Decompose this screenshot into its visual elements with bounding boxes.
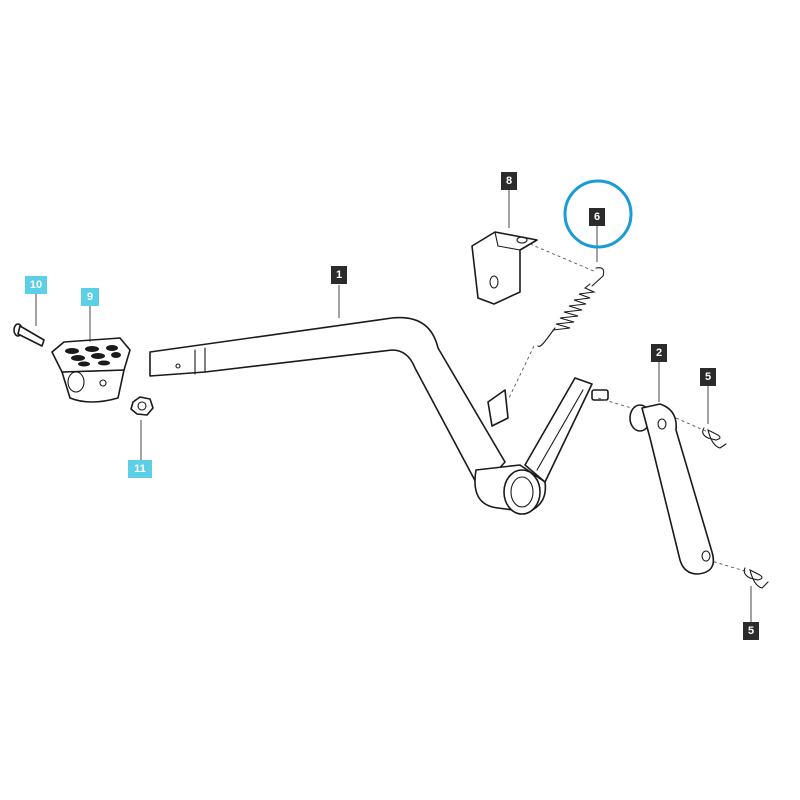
svg-text:9: 9 <box>87 291 93 303</box>
svg-text:6: 6 <box>594 211 600 223</box>
callout-5-upper[interactable]: 5 <box>700 368 716 386</box>
part-9-pedal-pad <box>51 337 131 403</box>
svg-text:2: 2 <box>656 347 662 359</box>
svg-text:11: 11 <box>134 463 146 475</box>
part-11-nut <box>130 396 154 416</box>
part-1-pedal-shaft <box>149 316 609 515</box>
part-8-bracket <box>471 231 538 305</box>
svg-text:1: 1 <box>336 269 342 281</box>
callout-10[interactable]: 10 <box>25 276 47 294</box>
callout-5-lower[interactable]: 5 <box>743 622 759 640</box>
svg-text:5: 5 <box>748 625 754 637</box>
part-5-clip-lower <box>743 567 769 589</box>
part-10-bolt <box>13 323 45 347</box>
highlight-ring <box>563 179 633 249</box>
callout-9[interactable]: 9 <box>81 288 99 306</box>
svg-text:8: 8 <box>506 175 512 187</box>
callout-8[interactable]: 8 <box>501 172 517 190</box>
callout-6[interactable]: 6 <box>589 208 605 226</box>
svg-text:5: 5 <box>705 371 711 383</box>
callout-11[interactable]: 11 <box>128 460 152 478</box>
part-5-clip-upper <box>702 427 727 449</box>
svg-text:10: 10 <box>30 279 42 291</box>
callout-1[interactable]: 1 <box>331 266 347 284</box>
part-6-spring <box>537 267 605 347</box>
part-2-link-arm <box>629 403 715 575</box>
callout-2[interactable]: 2 <box>651 344 667 362</box>
